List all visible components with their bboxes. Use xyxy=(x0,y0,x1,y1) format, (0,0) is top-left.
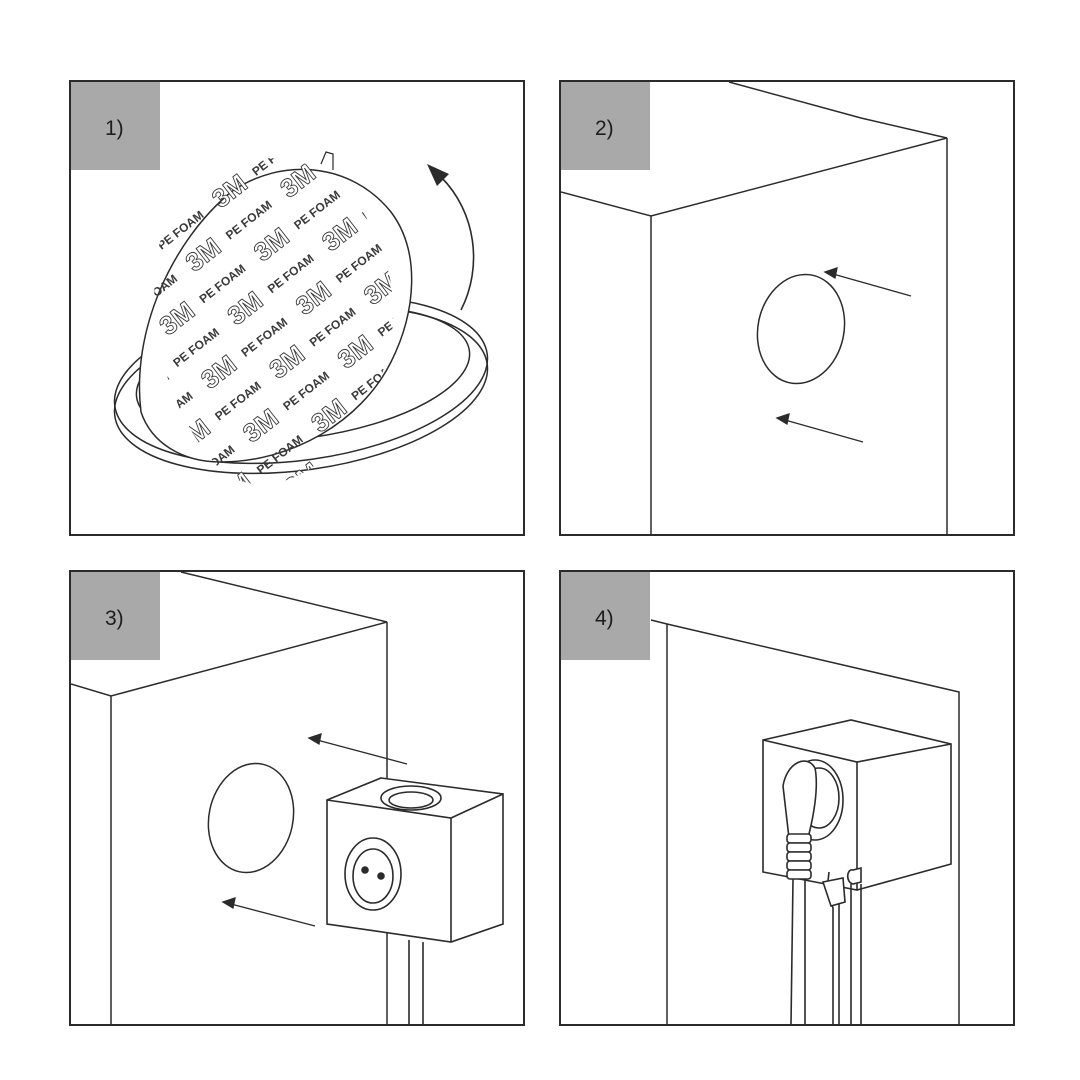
sticker-brand-mark: 3M xyxy=(184,530,231,534)
step-number: 4) xyxy=(595,607,614,630)
step-badge: 4) xyxy=(561,572,650,660)
step-3-panel: 3) xyxy=(69,570,525,1026)
step-badge: 3) xyxy=(71,572,160,660)
step-number: 3) xyxy=(105,607,124,630)
straight-arrow-icon xyxy=(775,267,912,443)
sticker-brand-mark: 3M xyxy=(101,423,148,469)
sticker-brand-mark: 3M xyxy=(301,94,348,140)
sticker-brand-mark: 3M xyxy=(369,84,416,130)
sticker-foam-text: PE FOAM xyxy=(511,274,523,319)
sticker-disc xyxy=(756,273,846,385)
sticker-foam-text: PE FOAM xyxy=(417,348,469,393)
power-cube xyxy=(762,719,952,1024)
power-cube xyxy=(326,777,504,1024)
sticker-brand-mark: 3M xyxy=(426,255,473,301)
sticker-disc xyxy=(207,762,295,874)
sticker-foam-text: PE FOAM xyxy=(454,103,506,148)
sticker-brand-mark: 3M xyxy=(400,318,447,364)
sticker-brand-mark: 3M xyxy=(373,382,420,428)
plug xyxy=(782,760,818,839)
sticker-brand-mark: 3M xyxy=(111,242,158,288)
curved-arrow-icon xyxy=(427,164,475,311)
step-badge: 2) xyxy=(561,82,650,170)
attach-cube-illustration xyxy=(71,572,504,1024)
step-2-panel: 2) xyxy=(559,80,1015,536)
attach-sticker-illustration xyxy=(561,82,948,534)
sticker-brand-mark: 3M xyxy=(452,191,499,237)
step-number: 1) xyxy=(105,117,124,140)
step-4-panel: 4) xyxy=(559,570,1015,1026)
sticker-brand-mark: 3M xyxy=(279,456,326,502)
sticker-brand-mark: 3M xyxy=(494,245,523,291)
mounted-cube-illustration xyxy=(650,619,960,1024)
sticker-foam-text: PE FOAM xyxy=(496,157,523,202)
sticker-foam-text: PE FOAM xyxy=(344,82,396,105)
sticker-brand-mark: 3M xyxy=(71,369,106,415)
step-badge: 1) xyxy=(71,82,160,170)
sticker-brand-mark: 3M xyxy=(85,305,132,351)
step-number: 2) xyxy=(595,117,614,140)
wall-cabinet xyxy=(561,82,948,534)
sticker-foam-text: PE FOAM xyxy=(228,496,280,534)
plug-grip xyxy=(786,833,812,880)
sticker-foam-text: PE FOAM xyxy=(71,282,112,327)
sticker-brand-mark: 3M xyxy=(142,476,189,522)
wall-cabinet xyxy=(650,619,960,1024)
straight-arrow-icon xyxy=(221,733,408,927)
sticker-foam-text: PE FOAM xyxy=(470,221,522,266)
sticker-foam-text: PE FOAM xyxy=(412,82,464,95)
sticker-foam-text: PE FOAM xyxy=(386,114,438,159)
